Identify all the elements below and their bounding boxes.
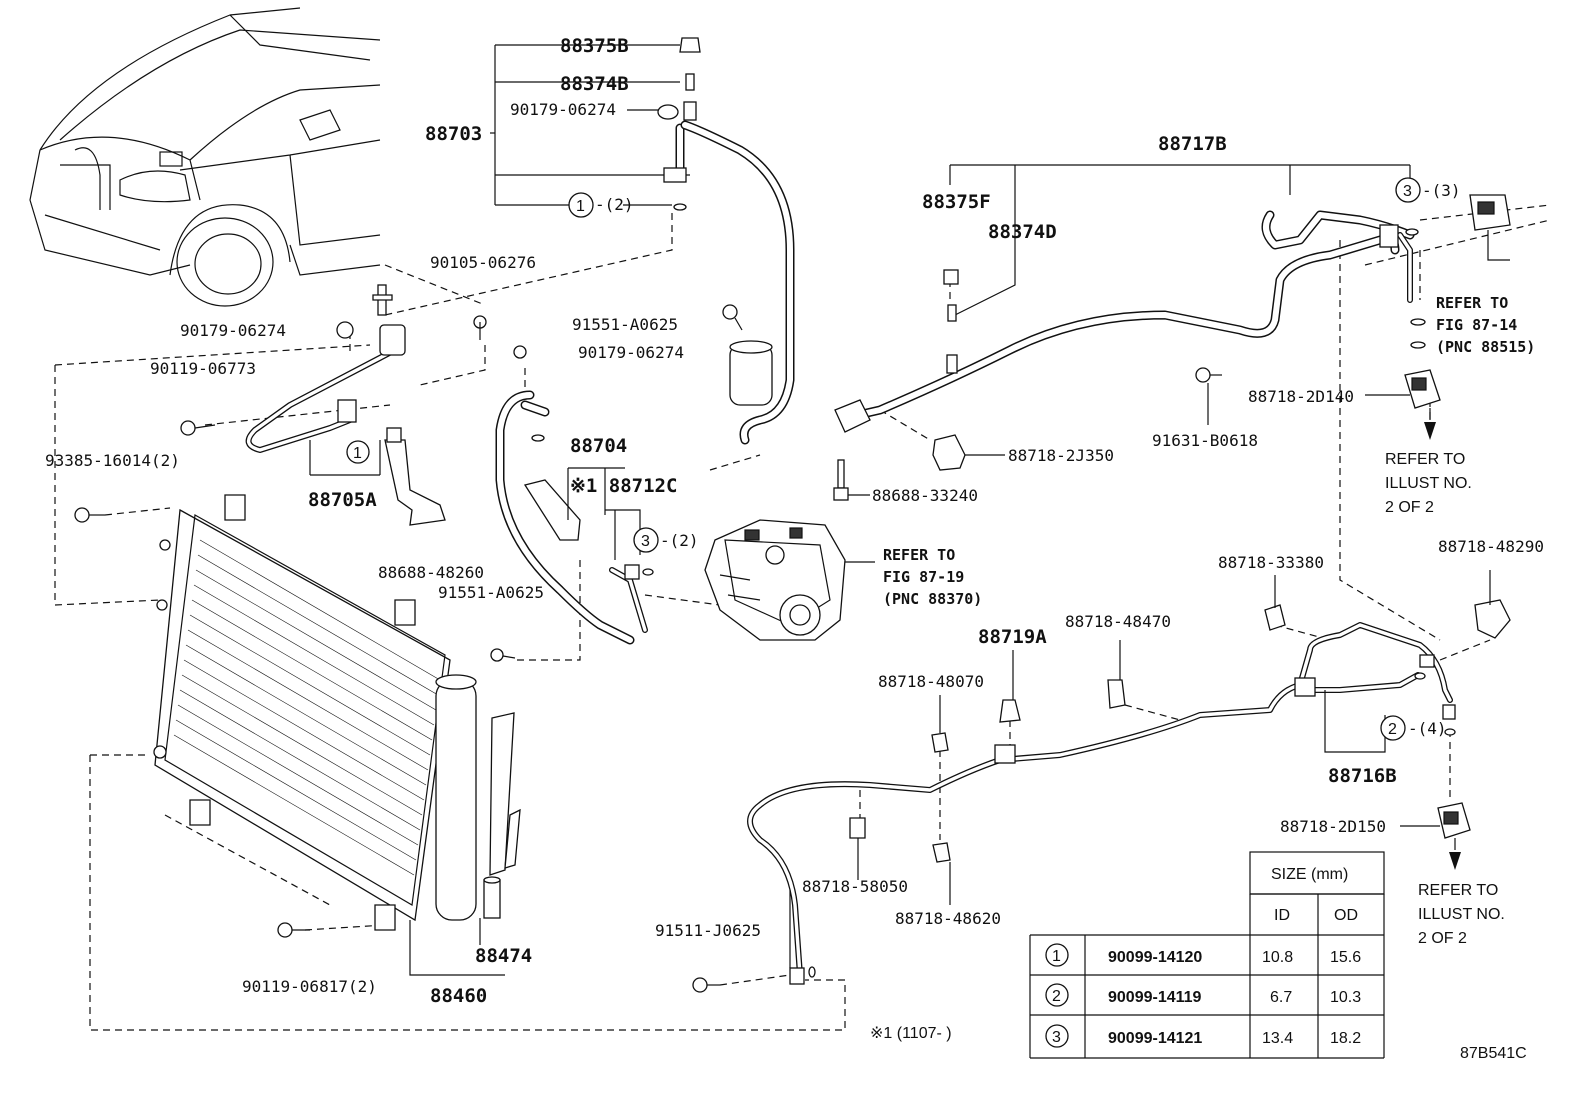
table-col-od: OD xyxy=(1334,907,1358,924)
table-row-3-key: 3 xyxy=(1052,1029,1061,1046)
hose-88703-group xyxy=(490,37,795,445)
reference-notes: REFER TO FIG 87-14 (PNC 88515) REFER TO … xyxy=(883,294,1535,947)
label-88716B: 88716B xyxy=(1328,765,1397,787)
label-90179-06274-top: 90179-06274 xyxy=(510,100,616,119)
label-88460: 88460 xyxy=(430,985,487,1007)
label-90105-06276: 90105-06276 xyxy=(430,253,536,272)
condenser-88460 xyxy=(74,494,521,976)
table-col-id: ID xyxy=(1274,907,1290,924)
callout-1-glyph: 1 xyxy=(576,198,585,215)
label-88719A: 88719A xyxy=(978,626,1047,648)
ref-fig-87-14-line1: REFER TO xyxy=(1436,294,1508,312)
label-88718-33380: 88718-33380 xyxy=(1218,553,1324,572)
compressor-fig-87-19 xyxy=(704,519,875,641)
label-90179-06274-left: 90179-06274 xyxy=(180,321,286,340)
label-91551-A0625-b: 91551-A0625 xyxy=(438,583,544,602)
label-90119-06773: 90119-06773 xyxy=(150,359,256,378)
label-88688-48260: 88688-48260 xyxy=(378,563,484,582)
label-88474: 88474 xyxy=(475,945,532,967)
pipe-88716B xyxy=(692,570,1511,993)
label-88705A: 88705A xyxy=(308,489,377,511)
diagram-id: 87B541C xyxy=(1460,1045,1527,1062)
ref-illust-a-line3: 2 OF 2 xyxy=(1385,499,1434,516)
ref-illust-a-line2: ILLUST NO. xyxy=(1385,475,1472,492)
vehicle-outline xyxy=(29,7,381,307)
ref-illust-b-line3: 2 OF 2 xyxy=(1418,930,1467,947)
ref-fig-87-19-line2: FIG 87-19 xyxy=(883,568,964,586)
table-row-3-od: 18.2 xyxy=(1330,1030,1361,1047)
ref-illust-a-line1: REFER TO xyxy=(1385,451,1465,468)
svg-text:2: 2 xyxy=(1388,721,1397,738)
label-88718-48470: 88718-48470 xyxy=(1065,612,1171,631)
table-row-2-id: 6.7 xyxy=(1270,989,1292,1006)
footnote-applicability: ※1 (1107- ) xyxy=(870,1025,952,1042)
table-header-size: SIZE (mm) xyxy=(1271,866,1348,883)
label-88718-48290: 88718-48290 xyxy=(1438,537,1544,556)
label-90119-06817: 90119-06817(2) xyxy=(242,977,377,996)
table-row-1-part: 90099-14120 xyxy=(1108,949,1202,966)
table-row-3-part: 90099-14121 xyxy=(1108,1030,1202,1047)
label-88375F: 88375F xyxy=(922,191,991,213)
ref-fig-87-14-line3: (PNC 88515) xyxy=(1436,338,1535,356)
pipe-88705A xyxy=(180,284,487,526)
label-88718-48070: 88718-48070 xyxy=(878,672,984,691)
ref-illust-b-line1: REFER TO xyxy=(1418,882,1498,899)
label-3-3: -(3) xyxy=(1422,181,1461,200)
table-row-2-od: 10.3 xyxy=(1330,989,1361,1006)
table-row-2-key: 2 xyxy=(1052,988,1061,1005)
ref-fig-87-14-line2: FIG 87-14 xyxy=(1436,316,1517,334)
ref-fig-87-19-line3: (PNC 88370) xyxy=(883,590,982,608)
table-row-3-id: 13.4 xyxy=(1262,1030,1293,1047)
label-88718-48620: 88718-48620 xyxy=(895,909,1001,928)
label-88375B: 88375B xyxy=(560,35,629,57)
svg-text:3: 3 xyxy=(1403,183,1412,200)
table-row-1-id: 10.8 xyxy=(1262,949,1293,966)
label-88374D: 88374D xyxy=(988,221,1057,243)
callouts: 1 1 3 3 2 xyxy=(346,177,1421,741)
label-1-2: -(2) xyxy=(595,195,634,214)
label-88717B: 88717B xyxy=(1158,133,1227,155)
table-row-2-part: 90099-14119 xyxy=(1108,989,1202,1006)
label-88718-2D150: 88718-2D150 xyxy=(1280,817,1386,836)
label-3-2: -(2) xyxy=(660,531,699,550)
hose-88704 xyxy=(490,345,654,662)
svg-text:3: 3 xyxy=(641,533,650,550)
label-91551-A0625-a: 91551-A0625 xyxy=(572,315,678,334)
label-90179-06274-mid: 90179-06274 xyxy=(578,343,684,362)
table-row-1-od: 15.6 xyxy=(1330,949,1361,966)
size-table: SIZE (mm) ID OD 1 90099-14120 10.8 15.6 … xyxy=(1029,851,1385,1059)
part-labels: 88375B 88374B 90179-06274 88703 -(2) 901… xyxy=(45,35,1544,1007)
label-88718-2J350: 88718-2J350 xyxy=(1008,446,1114,465)
label-88704: 88704 xyxy=(570,435,627,457)
label-88718-58050: 88718-58050 xyxy=(802,877,908,896)
label-88718-2D140: 88718-2D140 xyxy=(1248,387,1354,406)
label-91511-J0625: 91511-J0625 xyxy=(655,921,761,940)
label-93385-16014: 93385-16014(2) xyxy=(45,451,180,470)
svg-text:1: 1 xyxy=(353,445,362,462)
label-91631-B0618: 91631-B0618 xyxy=(1152,431,1258,450)
table-row-1-key: 1 xyxy=(1052,948,1061,965)
pipe-88717B xyxy=(833,164,1511,501)
label-2-4: -(4) xyxy=(1408,719,1447,738)
label-88688-33240: 88688-33240 xyxy=(872,486,978,505)
label-88703: 88703 xyxy=(425,123,482,145)
label-88712C: ※1 88712C xyxy=(570,475,677,497)
ref-fig-87-19-line1: REFER TO xyxy=(883,546,955,564)
ref-illust-b-line2: ILLUST NO. xyxy=(1418,906,1505,923)
label-88374B: 88374B xyxy=(560,73,629,95)
